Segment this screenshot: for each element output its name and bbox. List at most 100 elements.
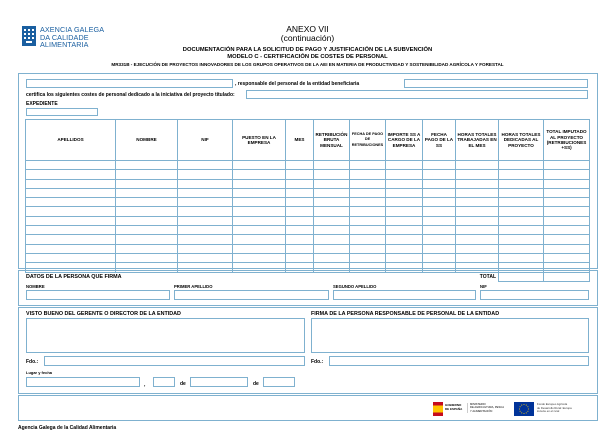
- table-cell[interactable]: [349, 252, 386, 264]
- dia-field[interactable]: [153, 377, 175, 387]
- table-cell[interactable]: [313, 252, 350, 264]
- table-cell[interactable]: [313, 178, 350, 189]
- table-cell[interactable]: [422, 206, 456, 217]
- fdo-field-1[interactable]: [44, 356, 305, 366]
- responsible-name-field[interactable]: [26, 79, 233, 88]
- table-cell[interactable]: [385, 159, 423, 171]
- table-cell[interactable]: [422, 159, 456, 171]
- table-cell[interactable]: [232, 225, 286, 236]
- lugar-field[interactable]: [26, 377, 140, 387]
- table-cell[interactable]: [115, 225, 178, 236]
- table-cell[interactable]: [498, 225, 544, 236]
- table-cell[interactable]: [349, 178, 386, 189]
- table-cell[interactable]: [498, 159, 544, 171]
- table-cell[interactable]: [455, 206, 499, 217]
- table-cell[interactable]: [25, 159, 116, 171]
- table-cell[interactable]: [285, 206, 314, 217]
- table-cell[interactable]: [455, 225, 499, 236]
- table-cell[interactable]: [422, 169, 456, 180]
- table-cell[interactable]: [498, 206, 544, 217]
- table-cell[interactable]: [313, 159, 350, 171]
- table-cell[interactable]: [349, 243, 386, 254]
- table-cell[interactable]: [385, 215, 423, 227]
- table-cell[interactable]: [285, 159, 314, 171]
- table-cell[interactable]: [422, 178, 456, 189]
- table-cell[interactable]: [498, 252, 544, 264]
- table-cell[interactable]: [543, 234, 590, 245]
- firma-signature-box[interactable]: [311, 318, 589, 353]
- table-cell[interactable]: [385, 243, 423, 254]
- table-cell[interactable]: [285, 252, 314, 264]
- table-cell[interactable]: [115, 159, 178, 171]
- table-cell[interactable]: [313, 169, 350, 180]
- table-cell[interactable]: [232, 178, 286, 189]
- table-cell[interactable]: [455, 243, 499, 254]
- table-cell[interactable]: [455, 215, 499, 227]
- table-cell[interactable]: [543, 206, 590, 217]
- table-cell[interactable]: [385, 197, 423, 208]
- ano-field[interactable]: [263, 377, 295, 387]
- visto-bueno-signature-box[interactable]: [26, 318, 305, 353]
- table-cell[interactable]: [498, 197, 544, 208]
- table-cell[interactable]: [177, 159, 233, 171]
- table-cell[interactable]: [498, 243, 544, 254]
- signer-primer-field[interactable]: [174, 290, 329, 300]
- table-cell[interactable]: [177, 187, 233, 199]
- table-cell[interactable]: [177, 169, 233, 180]
- table-cell[interactable]: [349, 169, 386, 180]
- signer-nif-field[interactable]: [480, 290, 589, 300]
- table-cell[interactable]: [349, 215, 386, 227]
- table-cell[interactable]: [313, 197, 350, 208]
- table-cell[interactable]: [498, 187, 544, 199]
- table-cell[interactable]: [285, 234, 314, 245]
- table-cell[interactable]: [25, 197, 116, 208]
- table-cell[interactable]: [455, 159, 499, 171]
- table-cell[interactable]: [349, 234, 386, 245]
- table-cell[interactable]: [177, 225, 233, 236]
- table-cell[interactable]: [115, 178, 178, 189]
- table-cell[interactable]: [25, 178, 116, 189]
- table-cell[interactable]: [313, 187, 350, 199]
- fdo-field-2[interactable]: [329, 356, 589, 366]
- table-cell[interactable]: [285, 225, 314, 236]
- table-cell[interactable]: [177, 252, 233, 264]
- table-cell[interactable]: [498, 234, 544, 245]
- table-cell[interactable]: [25, 187, 116, 199]
- table-cell[interactable]: [349, 225, 386, 236]
- table-cell[interactable]: [543, 187, 590, 199]
- entity-name-field[interactable]: [404, 79, 588, 88]
- table-cell[interactable]: [313, 225, 350, 236]
- table-cell[interactable]: [349, 187, 386, 199]
- table-cell[interactable]: [115, 187, 178, 199]
- table-cell[interactable]: [25, 169, 116, 180]
- table-cell[interactable]: [115, 252, 178, 264]
- table-cell[interactable]: [422, 187, 456, 199]
- table-cell[interactable]: [543, 243, 590, 254]
- table-cell[interactable]: [177, 206, 233, 217]
- table-cell[interactable]: [543, 215, 590, 227]
- table-cell[interactable]: [385, 187, 423, 199]
- table-cell[interactable]: [25, 234, 116, 245]
- table-cell[interactable]: [177, 234, 233, 245]
- table-cell[interactable]: [498, 215, 544, 227]
- table-cell[interactable]: [232, 159, 286, 171]
- project-title-field[interactable]: [246, 90, 588, 99]
- table-cell[interactable]: [177, 243, 233, 254]
- table-cell[interactable]: [422, 197, 456, 208]
- table-cell[interactable]: [313, 234, 350, 245]
- table-cell[interactable]: [285, 197, 314, 208]
- table-cell[interactable]: [422, 252, 456, 264]
- table-cell[interactable]: [177, 197, 233, 208]
- table-cell[interactable]: [385, 169, 423, 180]
- table-cell[interactable]: [115, 206, 178, 217]
- table-cell[interactable]: [115, 215, 178, 227]
- table-cell[interactable]: [349, 197, 386, 208]
- table-cell[interactable]: [115, 169, 178, 180]
- table-cell[interactable]: [285, 243, 314, 254]
- table-cell[interactable]: [385, 252, 423, 264]
- table-cell[interactable]: [232, 206, 286, 217]
- table-cell[interactable]: [455, 169, 499, 180]
- table-cell[interactable]: [422, 243, 456, 254]
- table-cell[interactable]: [232, 187, 286, 199]
- table-cell[interactable]: [455, 252, 499, 264]
